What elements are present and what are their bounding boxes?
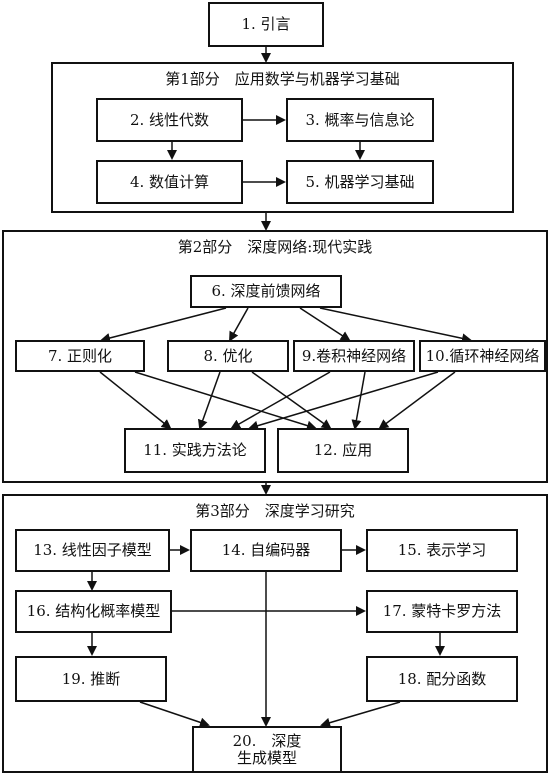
node-1-introduction: 1. 引言 (208, 2, 324, 47)
node-6-deep-feedforward: 6. 深度前馈网络 (190, 275, 342, 308)
part-1-container: 第1部分 应用数学与机器学习基础 (51, 62, 514, 213)
node-7-regularization: 7. 正则化 (15, 340, 145, 372)
node-14-label: 14. 自编码器 (221, 541, 311, 560)
node-9-label: 9.卷积神经网络 (301, 346, 407, 365)
node-18-label: 18. 配分函数 (397, 669, 487, 688)
node-19-label: 19. 推断 (61, 669, 121, 688)
node-19-inference: 19. 推断 (15, 656, 167, 702)
node-12-label: 12. 应用 (313, 441, 373, 460)
node-20-deep-generative-models: 20. 深度 生成模型 (192, 726, 342, 773)
node-18-partition-function: 18. 配分函数 (366, 656, 518, 702)
node-1-label: 1. 引言 (241, 15, 291, 34)
node-11-practical-methodology: 11. 实践方法论 (124, 428, 266, 473)
node-20-label-line1: 20. 深度 (232, 732, 302, 750)
node-3-label: 3. 概率与信息论 (305, 110, 415, 129)
node-14-autoencoders: 14. 自编码器 (190, 529, 342, 572)
node-20-label-line2: 生成模型 (236, 748, 297, 767)
node-6-label: 6. 深度前馈网络 (211, 282, 321, 301)
node-4-label: 4. 数值计算 (129, 172, 210, 191)
node-17-label: 17. 蒙特卡罗方法 (382, 602, 502, 621)
node-17-monte-carlo: 17. 蒙特卡罗方法 (366, 590, 518, 633)
node-9-cnn: 9.卷积神经网络 (293, 340, 415, 372)
node-3-probability: 3. 概率与信息论 (286, 98, 434, 142)
node-13-label: 13. 线性因子模型 (33, 541, 152, 560)
part-2-title: 第2部分 深度网络:现代实践 (177, 238, 373, 256)
node-12-applications: 12. 应用 (277, 428, 409, 473)
part-3-title: 第3部分 深度学习研究 (195, 502, 355, 520)
node-15-representation-learning: 15. 表示学习 (366, 529, 518, 572)
node-2-linear-algebra: 2. 线性代数 (96, 98, 243, 142)
node-11-label: 11. 实践方法论 (143, 441, 247, 460)
part-1-title: 第1部分 应用数学与机器学习基础 (165, 70, 400, 88)
node-5-ml-basics: 5. 机器学习基础 (286, 160, 434, 204)
node-16-structured-probabilistic-models: 16. 结构化概率模型 (15, 590, 172, 633)
node-2-label: 2. 线性代数 (129, 110, 210, 129)
node-10-rnn: 10.循环神经网络 (419, 340, 546, 372)
node-10-label: 10.循环神经网络 (425, 346, 540, 365)
node-15-label: 15. 表示学习 (397, 541, 487, 560)
node-4-numerical-computation: 4. 数值计算 (96, 160, 243, 204)
node-16-label: 16. 结构化概率模型 (26, 602, 161, 621)
node-8-label: 8. 优化 (203, 346, 253, 365)
node-5-label: 5. 机器学习基础 (305, 172, 415, 191)
node-7-label: 7. 正则化 (47, 346, 113, 365)
node-13-linear-factor-models: 13. 线性因子模型 (15, 529, 170, 572)
part-2-container: 第2部分 深度网络:现代实践 (2, 230, 548, 483)
node-8-optimization: 8. 优化 (167, 340, 289, 372)
